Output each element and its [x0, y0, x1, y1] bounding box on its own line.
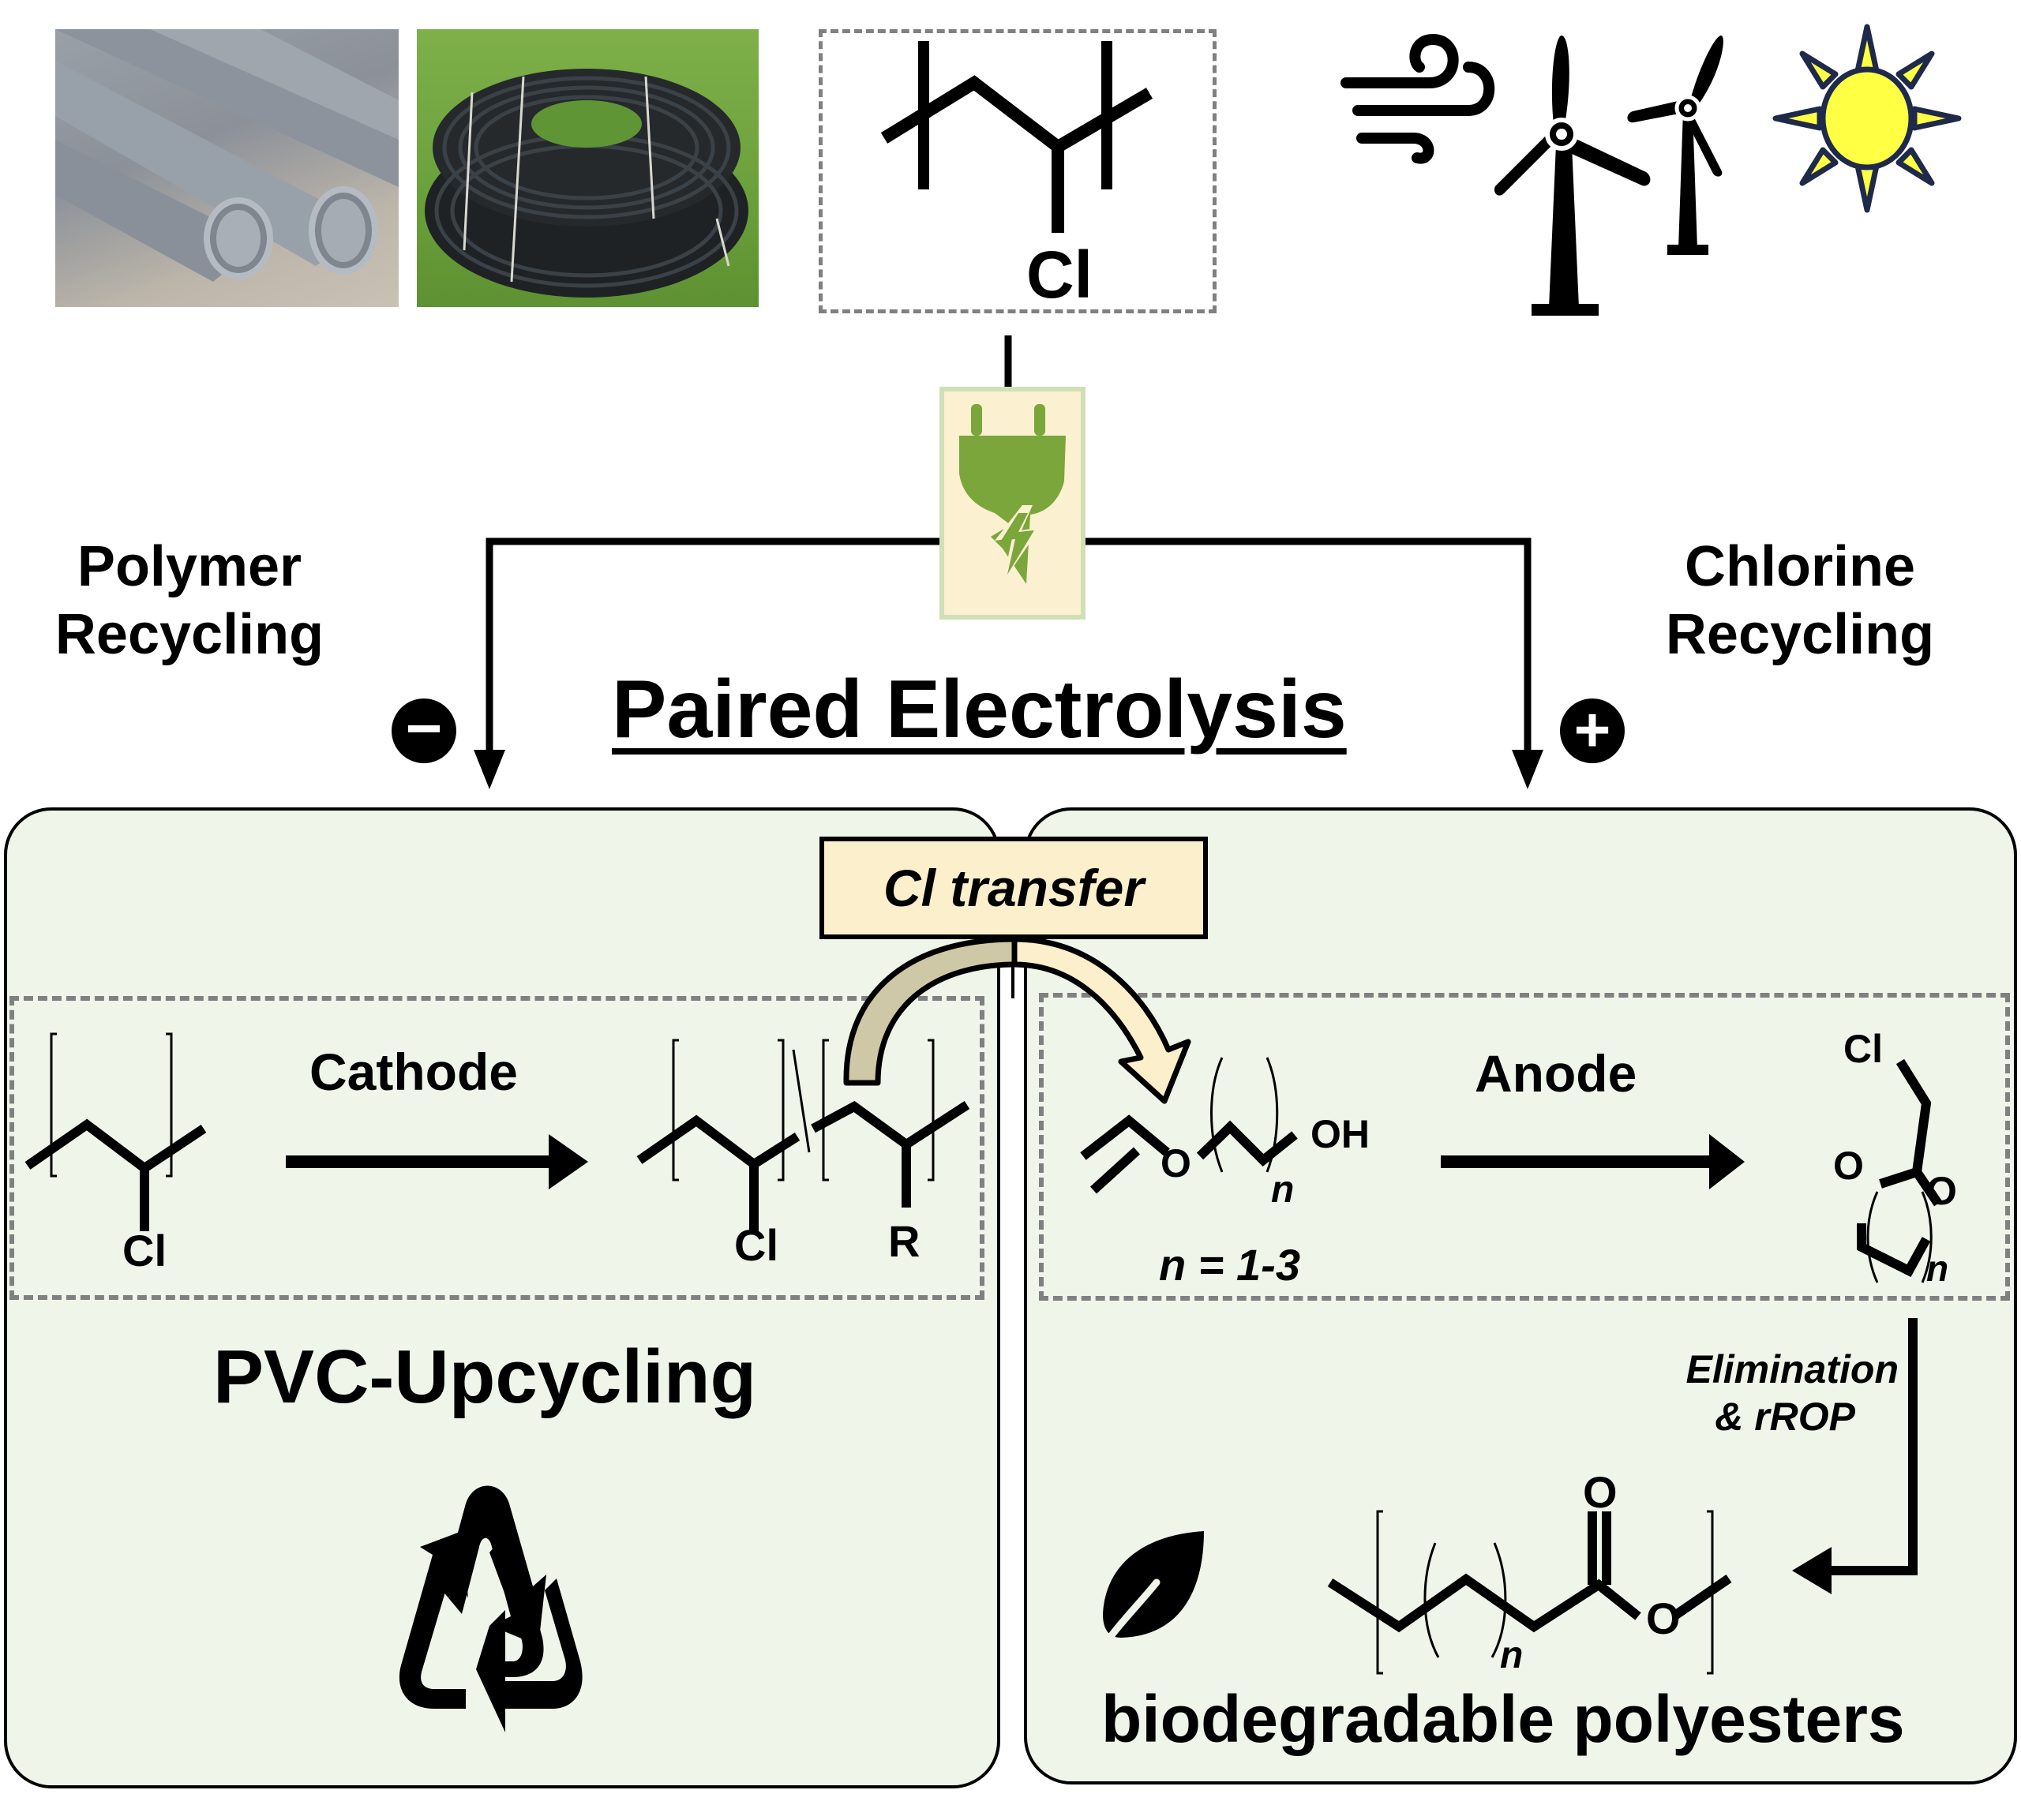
elimination-label: Elimination & rROP: [1642, 1346, 1899, 1440]
ester-o-label: O: [1646, 1593, 1681, 1643]
ring-o-label: O: [1926, 1169, 1957, 1213]
paired-electrolysis-title: Paired Electrolysis: [612, 664, 1347, 755]
plus-sign: +: [1573, 695, 1611, 765]
pvc-pipes-photo: [55, 29, 399, 307]
hydroxyl-label: OH: [1310, 1112, 1370, 1156]
monomer-cl-label: Cl: [1026, 238, 1093, 312]
sun-icon: [1772, 24, 1962, 213]
anode-label: Anode: [1475, 1044, 1637, 1103]
cl-transfer-label: Cl transfer: [883, 859, 1145, 917]
product-n-label: n: [1926, 1248, 1949, 1289]
biodegradable-polyesters-title: biodegradable polyesters: [1101, 1682, 1905, 1756]
wind-turbine-small-icon: [1627, 36, 1723, 255]
ether-o-label: O: [1160, 1141, 1191, 1185]
wind-turbine-large-icon: [1494, 36, 1651, 316]
carbonyl-o-label: O: [1583, 1467, 1618, 1517]
polymer-recycling-line2: Recycling: [54, 603, 324, 667]
polyester-n-label: n: [1500, 1635, 1524, 1676]
product-cl-label: Cl: [1843, 1027, 1883, 1071]
ring-o-label: O: [1833, 1144, 1864, 1188]
chlorine-recycling-line1: Chlorine: [1684, 535, 1915, 598]
recycle-icon: [399, 1485, 583, 1732]
anode-reaction-box: [1039, 993, 2010, 1301]
product-r-label: R: [888, 1216, 921, 1266]
polymer-recycling-line1: Polymer: [77, 535, 302, 598]
pvc-pipes-drawing: [55, 29, 399, 282]
anode-plus-icon: +: [1560, 698, 1625, 763]
left-branch-arrowhead: [474, 750, 505, 789]
cathode-minus-icon: −: [392, 697, 456, 763]
minus-sign: −: [405, 693, 443, 763]
leaf-icon: [1097, 1531, 1204, 1653]
cl-transfer-box: Cl transfer: [819, 837, 1208, 939]
reactant-n-label: n: [1271, 1169, 1295, 1211]
pvc-upcycling-title: PVC-Upcycling: [213, 1335, 757, 1419]
elimination-line2: & rROP: [1715, 1395, 1855, 1439]
pipe-coil-photo: [417, 29, 759, 307]
wind-icon: [1340, 33, 1495, 164]
product-cl-label: Cl: [734, 1220, 778, 1270]
right-branch-arrowhead: [1512, 750, 1543, 789]
chlorine-recycling-label: Chlorine Recycling: [1634, 533, 1966, 669]
n-range-label: n = 1-3: [1159, 1240, 1300, 1290]
pipe-coil-drawing: [425, 69, 748, 298]
plug-icon: [959, 404, 1066, 584]
pvc-repeat-unit-box: [819, 29, 1217, 313]
cathode-reaction-box: [9, 996, 984, 1300]
chlorine-recycling-line2: Recycling: [1665, 603, 1935, 667]
reactant-cl-label: Cl: [122, 1226, 167, 1275]
cathode-label: Cathode: [309, 1043, 518, 1101]
elimination-line1: Elimination: [1685, 1347, 1899, 1391]
polymer-recycling-label: Polymer Recycling: [24, 533, 355, 669]
